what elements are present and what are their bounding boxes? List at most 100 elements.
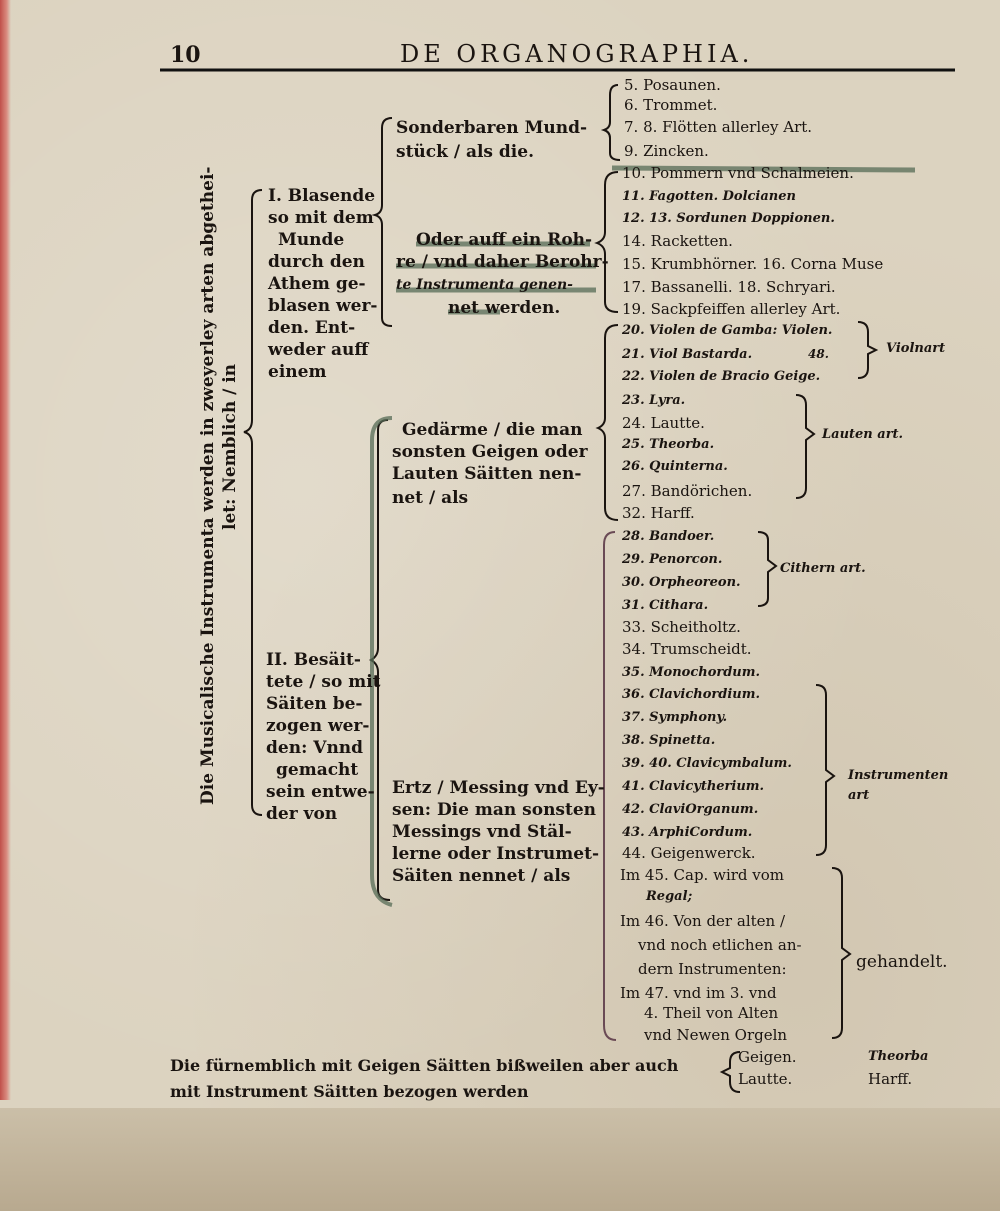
- brace-g1b: [594, 171, 619, 313]
- group2-line: Säiten be-: [266, 694, 363, 714]
- brace-main: [243, 189, 263, 816]
- group2-line: zogen wer-: [266, 716, 370, 736]
- chapter-line: dern Instrumenten:: [638, 960, 787, 978]
- chapter-line: vnd Newen Orgeln: [644, 1026, 788, 1044]
- group2-sub-a-line: Gedärme / die man: [402, 420, 583, 440]
- group1-sub-a-line: stück / als die.: [396, 142, 535, 162]
- chapters-label: gehandelt.: [856, 952, 948, 972]
- chapter-line: Im 46. Von der alten /: [620, 912, 785, 930]
- footnote-line: mit Instrument Säitten bezogen werden: [170, 1082, 529, 1101]
- group1-sub-b-line: te Instrumenta genen-: [396, 277, 573, 293]
- list-item: 5. Posaunen.: [624, 76, 721, 94]
- group2-line: gemacht: [276, 760, 359, 780]
- brace-instrumenten: [815, 684, 836, 856]
- list-item: 38. Spinetta.: [622, 733, 716, 748]
- vertical-title-line2: let: Nemblich / in: [220, 363, 240, 530]
- list-item: 9. Zincken.: [624, 142, 709, 160]
- page-bottom-margin: [0, 1108, 1000, 1211]
- group1-line: so mit dem: [268, 208, 374, 228]
- group2-sub-b-line: Säiten nennet / als: [392, 866, 571, 886]
- group2-line: tete / so mit: [266, 672, 381, 692]
- footnote-item: Geigen.: [738, 1048, 797, 1066]
- footnote-item-right: Harff.: [868, 1070, 913, 1088]
- list-item: 37. Symphony.: [622, 710, 728, 725]
- footnote-item: Lautte.: [738, 1070, 793, 1088]
- group1-sub-b-line: net werden.: [448, 298, 561, 318]
- group1-line: einem: [268, 362, 327, 382]
- brace-group1: [371, 117, 393, 327]
- group2-sub-b-line: sen: Die man sonsten: [392, 800, 597, 820]
- list-item: 39. 40. Clavicymbalum.: [622, 756, 792, 771]
- list-item: 20. Violen de Gamba: Violen.: [622, 323, 833, 338]
- list-item: 29. Penorcon.: [622, 552, 723, 567]
- brace-g1a: [600, 84, 621, 161]
- group2-sub-a-line: Lauten Säitten nen-: [392, 464, 582, 484]
- list-item: 35. Monochordum.: [622, 665, 761, 680]
- group1-line: Munde: [278, 230, 345, 250]
- list-item: 44. Geigenwerck.: [622, 844, 756, 862]
- brace-g2a: [595, 324, 619, 521]
- brace-cithern: [757, 531, 778, 607]
- group1-line: Athem ge-: [268, 274, 366, 294]
- footnote-line: Die fürnemblich mit Geigen Säitten bißwe…: [170, 1056, 679, 1075]
- list-item: 36. Clavichordium.: [622, 687, 760, 702]
- group-label-instrumenten: Instrumenten art: [848, 768, 949, 803]
- page-title: DE ORGANOGRAPHIA.: [400, 40, 754, 68]
- group2-line: II. Besäit-: [266, 650, 361, 670]
- list-item: 23. Lyra.: [622, 393, 686, 408]
- list-item: 41. Clavicytherium.: [622, 779, 765, 794]
- list-item: 26. Quinterna.: [622, 459, 728, 474]
- group1-sub-b-line: re / vnd daher Berohr-: [396, 252, 609, 272]
- group1-line: den. Ent-: [268, 318, 356, 338]
- list-item: 10. Pommern vnd Schalmeien.: [622, 164, 854, 182]
- group1-line: weder auff: [268, 340, 369, 360]
- group2-line: den: Vnnd: [266, 738, 364, 758]
- page-number: 10: [170, 42, 201, 68]
- group2-line: der von: [266, 804, 338, 824]
- brace-chapters: [831, 867, 852, 1039]
- list-item: 25. Theorba.: [622, 437, 715, 452]
- list-item: 12. 13. Sordunen Doppionen.: [622, 211, 835, 226]
- highlight-brace-group2: [370, 416, 393, 907]
- list-item: 28. Bandoer.: [622, 529, 715, 544]
- chapter-line: Im 45. Cap. wird vom: [620, 866, 785, 884]
- chapter-line: Im 47. vnd im 3. vnd: [620, 984, 777, 1002]
- list-item: 11. Fagotten. Dolcianen: [622, 189, 796, 204]
- chapter-line: 4. Theil von Alten: [644, 1004, 779, 1022]
- list-item: 15. Krumbhörner. 16. Corna Muse: [622, 255, 884, 273]
- chapter-line: vnd noch etlichen an-: [638, 936, 802, 954]
- group2-sub-a-line: net / als: [392, 488, 469, 508]
- group-label-cithern: Cithern art.: [780, 561, 866, 576]
- list-item: 17. Bassanelli. 18. Schryari.: [622, 278, 836, 296]
- list-item: 32. Harff.: [622, 504, 695, 522]
- group2-sub-b-line: Messings vnd Stäl-: [392, 822, 572, 842]
- list-item: 31. Cithara.: [622, 598, 709, 613]
- list-item: 21. Viol Bastarda.: [622, 347, 753, 362]
- list-item: 22. Violen de Bracio Geige.: [622, 369, 821, 384]
- red-page-edge: [0, 0, 11, 1100]
- group2-sub-a-line: sonsten Geigen oder: [392, 442, 588, 462]
- group1-line: blasen wer-: [268, 296, 378, 316]
- list-item: 27. Bandörichen.: [622, 482, 753, 500]
- brace-g2b: [603, 531, 617, 1041]
- list-item: 30. Orpheoreon.: [622, 575, 741, 590]
- list-item: 7. 8. Flötten allerley Art.: [624, 118, 813, 136]
- list-item: 14. Racketten.: [622, 232, 733, 250]
- group1-sub-a-line: Sonderbaren Mund-: [396, 118, 588, 138]
- list-item: 42. ClaviOrganum.: [622, 802, 759, 817]
- group-label-lauten: Lauten art.: [822, 427, 904, 442]
- vertical-title-line1: Die Musicalische Instrumenta werden in z…: [198, 166, 218, 805]
- group1-line: I. Blasende: [268, 186, 376, 206]
- group1-sub-b-line: Oder auff ein Roh-: [416, 230, 593, 250]
- highlight-pommern: [611, 165, 916, 173]
- group-label-violnart: Violnart: [886, 341, 946, 356]
- chapter-line: Regal;: [646, 889, 693, 904]
- list-item: 43. ArphiCordum.: [622, 825, 753, 840]
- group1-line: durch den: [268, 252, 365, 272]
- brace-violn: [857, 321, 879, 379]
- list-item: 24. Lautte.: [622, 414, 705, 432]
- group2-line: sein entwe-: [266, 782, 375, 802]
- list-item: 19. Sackpfeiffen allerley Art.: [622, 300, 841, 318]
